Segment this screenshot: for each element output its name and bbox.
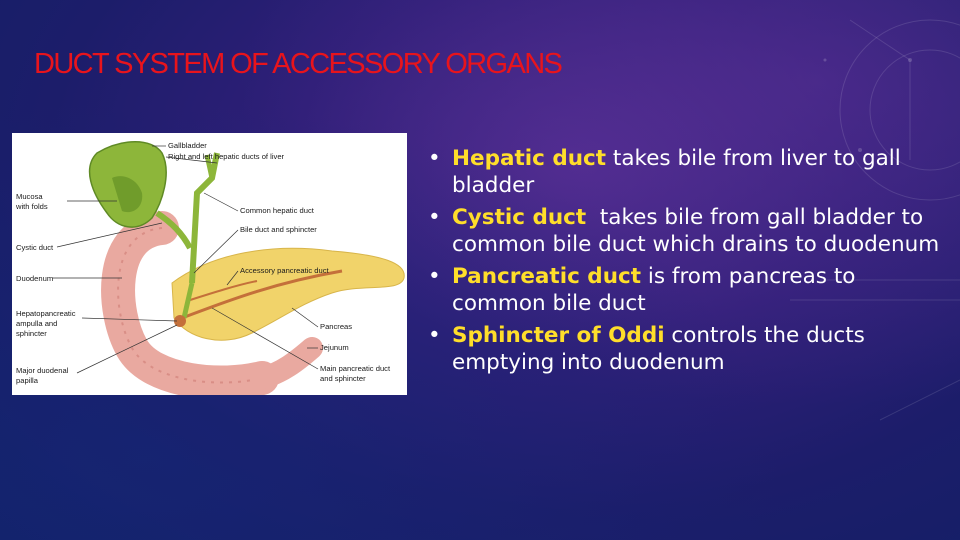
svg-text:sphincter: sphincter (16, 329, 47, 338)
pancreas-shape (171, 247, 405, 341)
bile-duct-shape (181, 282, 195, 319)
keyword-hepatic-duct: Hepatic duct (452, 146, 607, 171)
slide-title: DUCT SYSTEM OF ACCESSORY ORGANS (34, 48, 563, 80)
svg-text:Jejunum: Jejunum (320, 343, 349, 352)
duct-system-diagram: Mucosa with folds Cystic duct Duodenum H… (15, 141, 405, 395)
bullet-marker: • (428, 264, 441, 289)
bullet-marker: • (428, 205, 441, 230)
accessory-pancreatic-duct-shape (186, 280, 258, 302)
svg-text:Major duodenal: Major duodenal (16, 366, 69, 375)
svg-text:Right and left hepatic ducts o: Right and left hepatic ducts of liver (168, 152, 285, 161)
bullet-hepatic-duct: • Hepatic duct takes bile from liver to … (428, 145, 948, 199)
svg-text:ampulla and: ampulla and (16, 319, 57, 328)
svg-text:Mucosa: Mucosa (16, 192, 43, 201)
svg-text:Common hepatic duct: Common hepatic duct (240, 206, 315, 215)
svg-text:Bile duct and sphincter: Bile duct and sphincter (240, 225, 317, 234)
keyword-pancreatic-duct: Pancreatic duct (452, 264, 642, 289)
bullet-text: controls the ducts emptying into duodenu… (452, 323, 865, 375)
bullet-marker: • (428, 323, 441, 348)
bullet-text: is from pancreas to common bile duct (452, 264, 856, 316)
svg-text:with folds: with folds (15, 202, 48, 211)
bullet-text: takes bile from liver to gall bladder (452, 146, 901, 198)
cystic-duct-shape (155, 210, 193, 250)
svg-text:Cystic duct: Cystic duct (16, 243, 54, 252)
ampulla-shape (174, 315, 186, 327)
svg-text:Main pancreatic duct: Main pancreatic duct (320, 364, 391, 373)
keyword-sphincter-of-oddi: Sphincter of Oddi (452, 323, 665, 348)
bullet-pancreatic-duct: • Pancreatic duct is from pancreas to co… (428, 263, 948, 317)
svg-text:Pancreas: Pancreas (320, 322, 352, 331)
svg-text:Gallbladder: Gallbladder (168, 141, 207, 150)
svg-text:Accessory pancreatic duct: Accessory pancreatic duct (240, 266, 330, 275)
bullet-list: • Hepatic duct takes bile from liver to … (428, 145, 948, 381)
keyword-cystic-duct: Cystic duct (452, 205, 587, 230)
left-labels: Mucosa with folds Cystic duct Duodenum H… (15, 192, 76, 385)
bullet-marker: • (428, 146, 441, 171)
bullet-sphincter-of-oddi: • Sphincter of Oddi controls the ducts e… (428, 322, 948, 376)
svg-text:Hepatopancreatic: Hepatopancreatic (16, 309, 76, 318)
bullet-text: takes bile from gall bladder to common b… (452, 205, 940, 257)
bullet-cystic-duct: • Cystic duct takes bile from gall bladd… (428, 204, 948, 258)
anatomy-illustration: Mucosa with folds Cystic duct Duodenum H… (12, 133, 407, 395)
main-pancreatic-duct-shape (181, 269, 343, 320)
svg-text:Duodenum: Duodenum (16, 274, 53, 283)
right-labels: Gallbladder Right and left hepatic ducts… (168, 141, 391, 383)
svg-text:and sphincter: and sphincter (320, 374, 366, 383)
svg-text:papilla: papilla (16, 376, 39, 385)
